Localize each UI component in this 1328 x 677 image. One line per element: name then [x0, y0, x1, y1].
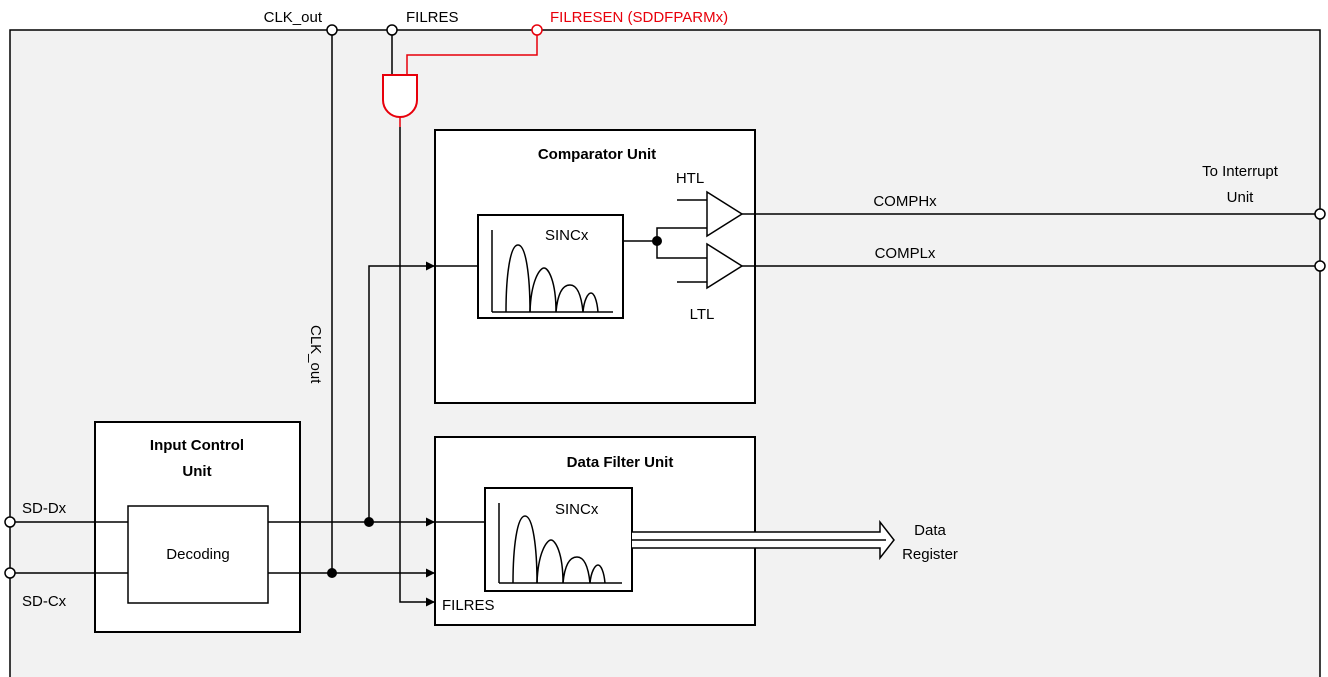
input-control-title-1: Input Control	[150, 437, 244, 454]
gated-filres-wire	[399, 127, 435, 607]
sd-cx-label: SD-Cx	[22, 593, 67, 610]
clk-out-pin	[326, 24, 338, 36]
filresen-label: FILRESEN (SDDFPARMx)	[550, 9, 728, 26]
data-filter-sinc-box	[484, 487, 633, 592]
filres-bottom-label: FILRES	[442, 597, 495, 614]
complx-label: COMPLx	[875, 245, 936, 262]
complx-pin	[1314, 260, 1326, 272]
data-filter-sinc-response	[498, 503, 622, 584]
filres-top-label: FILRES	[406, 9, 459, 26]
and-gate	[382, 74, 418, 118]
comparator-low	[706, 242, 744, 290]
data-junction	[364, 517, 374, 527]
comparator-sinc-label: SINCx	[545, 227, 589, 244]
decoding-box	[127, 505, 269, 604]
data-filter-title: Data Filter Unit	[567, 454, 674, 471]
sd-dx-pin	[4, 516, 16, 528]
ltl-label: LTL	[690, 306, 715, 323]
to-interrupt-label-1: To Interrupt	[1202, 163, 1279, 180]
data-register-label-2: Register	[902, 546, 958, 563]
to-comparator-low	[656, 241, 707, 259]
clk-out-top-label: CLK_out	[264, 9, 323, 26]
filresen-wire	[406, 35, 538, 75]
htl-label: HTL	[676, 170, 704, 187]
comparator-data-feed	[368, 261, 435, 522]
comparator-sinc-response	[491, 230, 613, 313]
clock-junction	[327, 568, 337, 578]
data-filter-sinc-label: SINCx	[555, 501, 599, 518]
comphx-pin	[1314, 208, 1326, 220]
decoding-label: Decoding	[166, 546, 229, 563]
input-control-title-2: Unit	[182, 463, 211, 480]
filresen-pin	[531, 24, 543, 36]
comparator-high	[706, 190, 744, 238]
data-register-label-1: Data	[914, 522, 946, 539]
filres-pin	[386, 24, 398, 36]
comparator-unit-title: Comparator Unit	[538, 146, 656, 163]
comphx-label: COMPHx	[873, 193, 937, 210]
clk-out-vertical-label: CLK_out	[307, 325, 324, 384]
sd-dx-label: SD-Dx	[22, 500, 67, 517]
to-comparator-high	[656, 227, 707, 241]
sd-cx-pin	[4, 567, 16, 579]
to-interrupt-label-2: Unit	[1227, 189, 1255, 206]
